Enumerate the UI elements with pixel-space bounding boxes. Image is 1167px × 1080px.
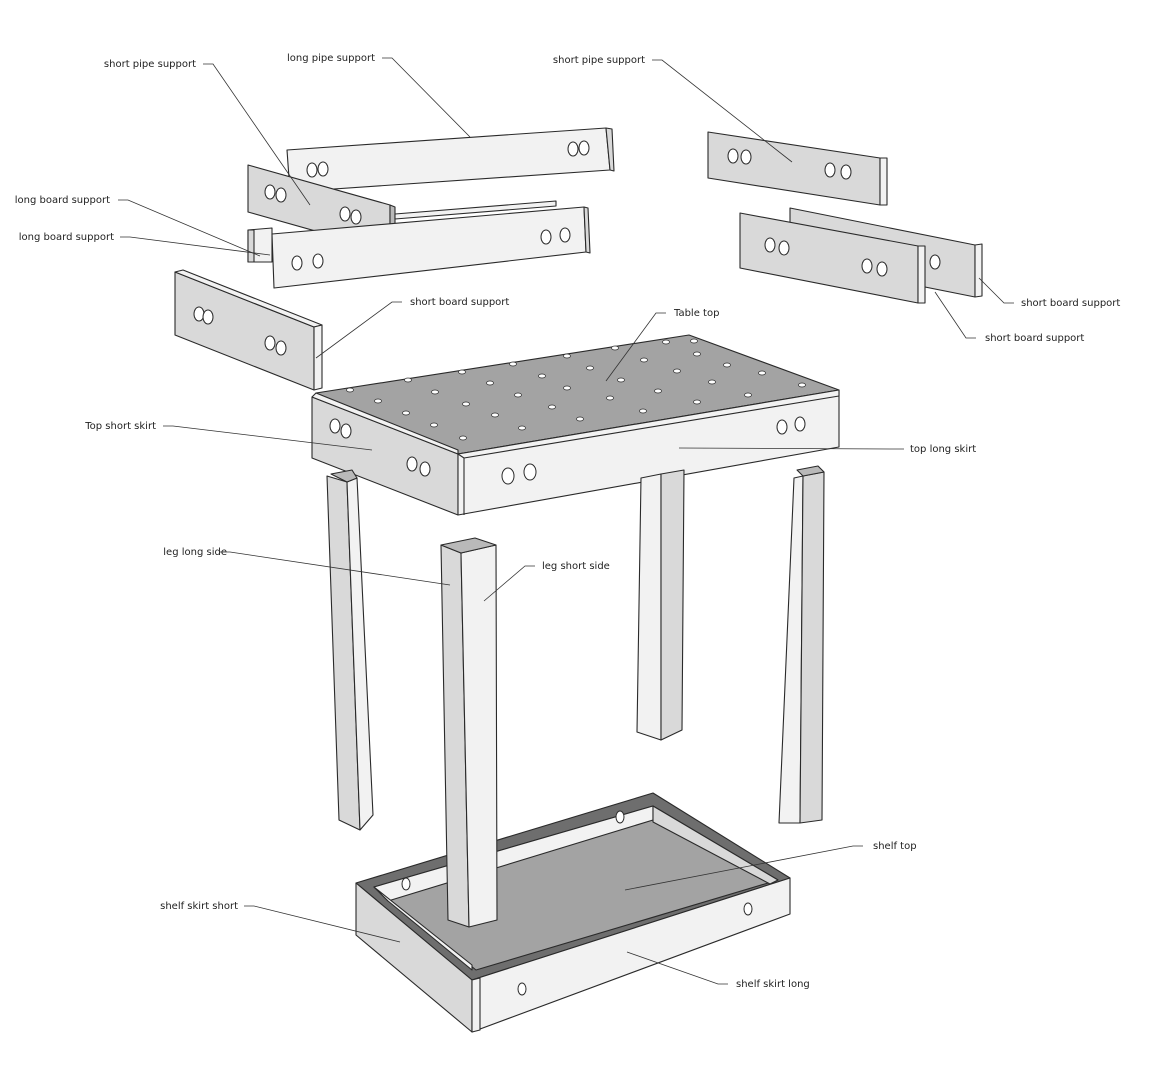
long-board-support-back-part bbox=[247, 200, 557, 263]
short-board-support-right-front-part bbox=[739, 212, 926, 304]
label-short-pipe-support-left: short pipe support bbox=[104, 59, 196, 70]
leg-right-part bbox=[778, 465, 825, 824]
label-top-short-skirt: Top short skirt bbox=[84, 421, 156, 432]
label-shelf-skirt-long: shelf skirt long bbox=[736, 979, 810, 990]
label-long-board-support-2: long board support bbox=[19, 232, 114, 243]
leg-front-part bbox=[440, 537, 498, 928]
shelf-part bbox=[355, 792, 791, 1033]
label-shelf-top: shelf top bbox=[873, 841, 917, 852]
leg-back-left-part bbox=[326, 469, 374, 831]
table-top-part bbox=[311, 334, 840, 516]
leg-back-center-part bbox=[636, 469, 685, 741]
label-leg-long-side: leg long side bbox=[163, 547, 227, 558]
label-short-board-support-left: short board support bbox=[410, 297, 509, 308]
label-short-board-support-right-2: short board support bbox=[985, 333, 1084, 344]
label-top-long-skirt: top long skirt bbox=[910, 444, 976, 455]
label-shelf-skirt-short: shelf skirt short bbox=[160, 901, 238, 912]
label-leg-short-side: leg short side bbox=[542, 561, 610, 572]
leader-lines bbox=[118, 57, 1014, 985]
short-board-support-left-part bbox=[174, 269, 323, 391]
long-board-support-front-part bbox=[271, 206, 591, 289]
parts bbox=[174, 127, 983, 1033]
label-long-board-support-1: long board support bbox=[15, 195, 110, 206]
label-long-pipe-support: long pipe support bbox=[287, 53, 375, 64]
label-short-board-support-right-1: short board support bbox=[1021, 298, 1120, 309]
dog-holes bbox=[346, 338, 806, 441]
short-pipe-support-right-part bbox=[707, 131, 888, 206]
long-pipe-support-part bbox=[286, 127, 615, 193]
labels: short pipe support long pipe support sho… bbox=[15, 53, 1121, 990]
label-short-pipe-support-right: short pipe support bbox=[553, 55, 645, 66]
label-table-top: Table top bbox=[673, 308, 719, 319]
